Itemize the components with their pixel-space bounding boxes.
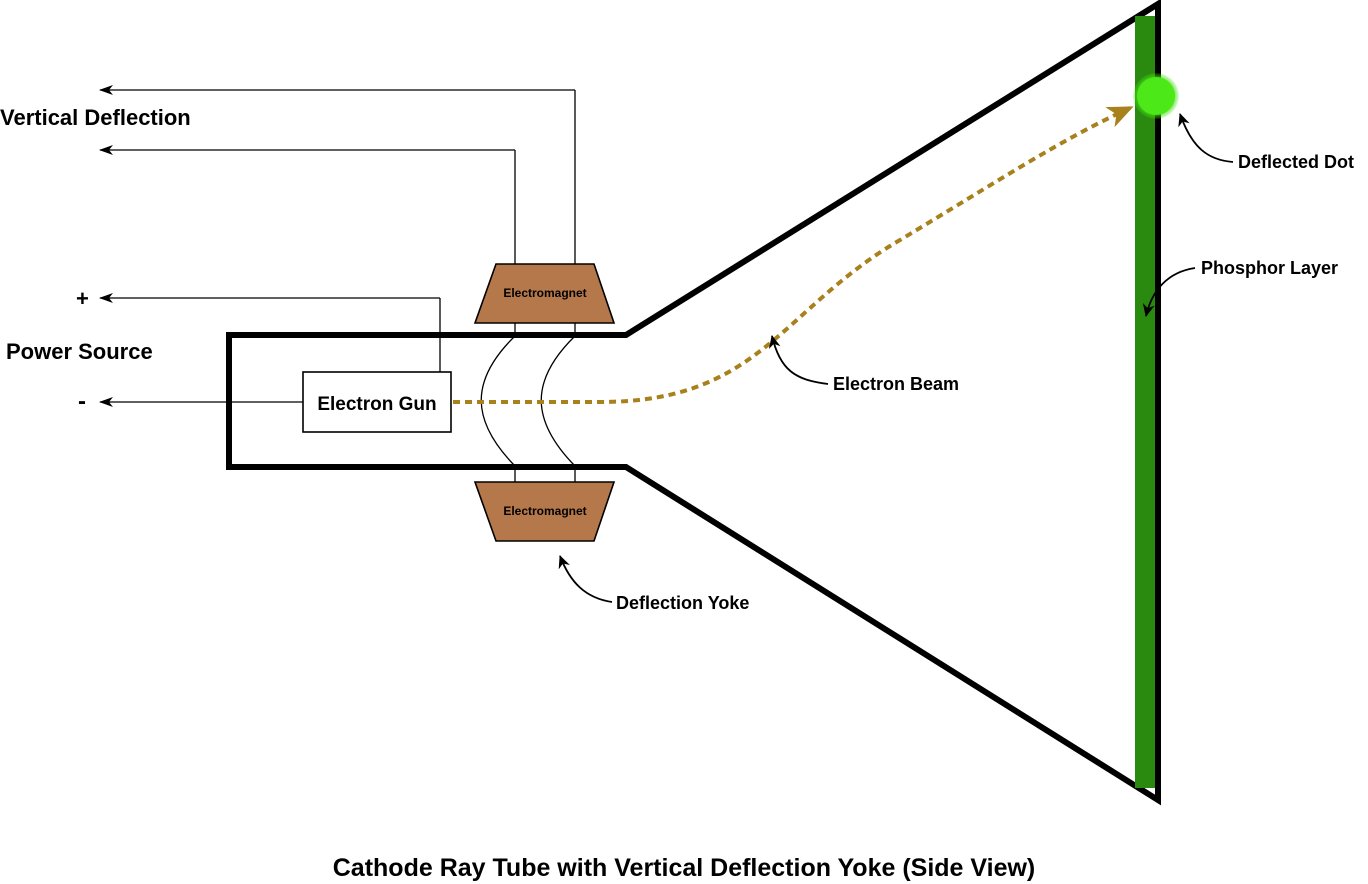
- diagram-caption: Cathode Ray Tube with Vertical Deflectio…: [333, 854, 1036, 882]
- deflected-dot-callout-arrow: [1178, 113, 1234, 163]
- plus-terminal-label: +: [76, 286, 89, 311]
- minus-terminal-label: -: [78, 388, 86, 415]
- deflected-dot-label: Deflected Dot: [1238, 152, 1354, 172]
- electron-beam-callout-arrow: [768, 335, 829, 385]
- vertical-deflection-label: Vertical Deflection: [0, 105, 191, 130]
- power-source-label: Power Source: [6, 339, 153, 364]
- electron-beam: [453, 106, 1134, 404]
- electromagnet-bottom-label: Electromagnet: [503, 504, 586, 518]
- electron-beam-label: Electron Beam: [833, 374, 959, 394]
- deflection-yoke-callout-arrow: [558, 555, 613, 603]
- phosphor-layer-label: Phosphor Layer: [1201, 258, 1338, 278]
- vertical-deflection-wires: [99, 85, 576, 264]
- phosphor-layer-callout-arrow: [1142, 267, 1196, 317]
- deflection-yoke-label: Deflection Yoke: [616, 593, 749, 613]
- electromagnet-top-label: Electromagnet: [503, 286, 586, 300]
- electron-gun: [302, 371, 452, 433]
- electron-gun-label: Electron Gun: [317, 394, 436, 415]
- electromagnet-top: [473, 263, 616, 324]
- phosphor-layer: [1135, 16, 1156, 788]
- electromagnet-bottom: [473, 481, 616, 542]
